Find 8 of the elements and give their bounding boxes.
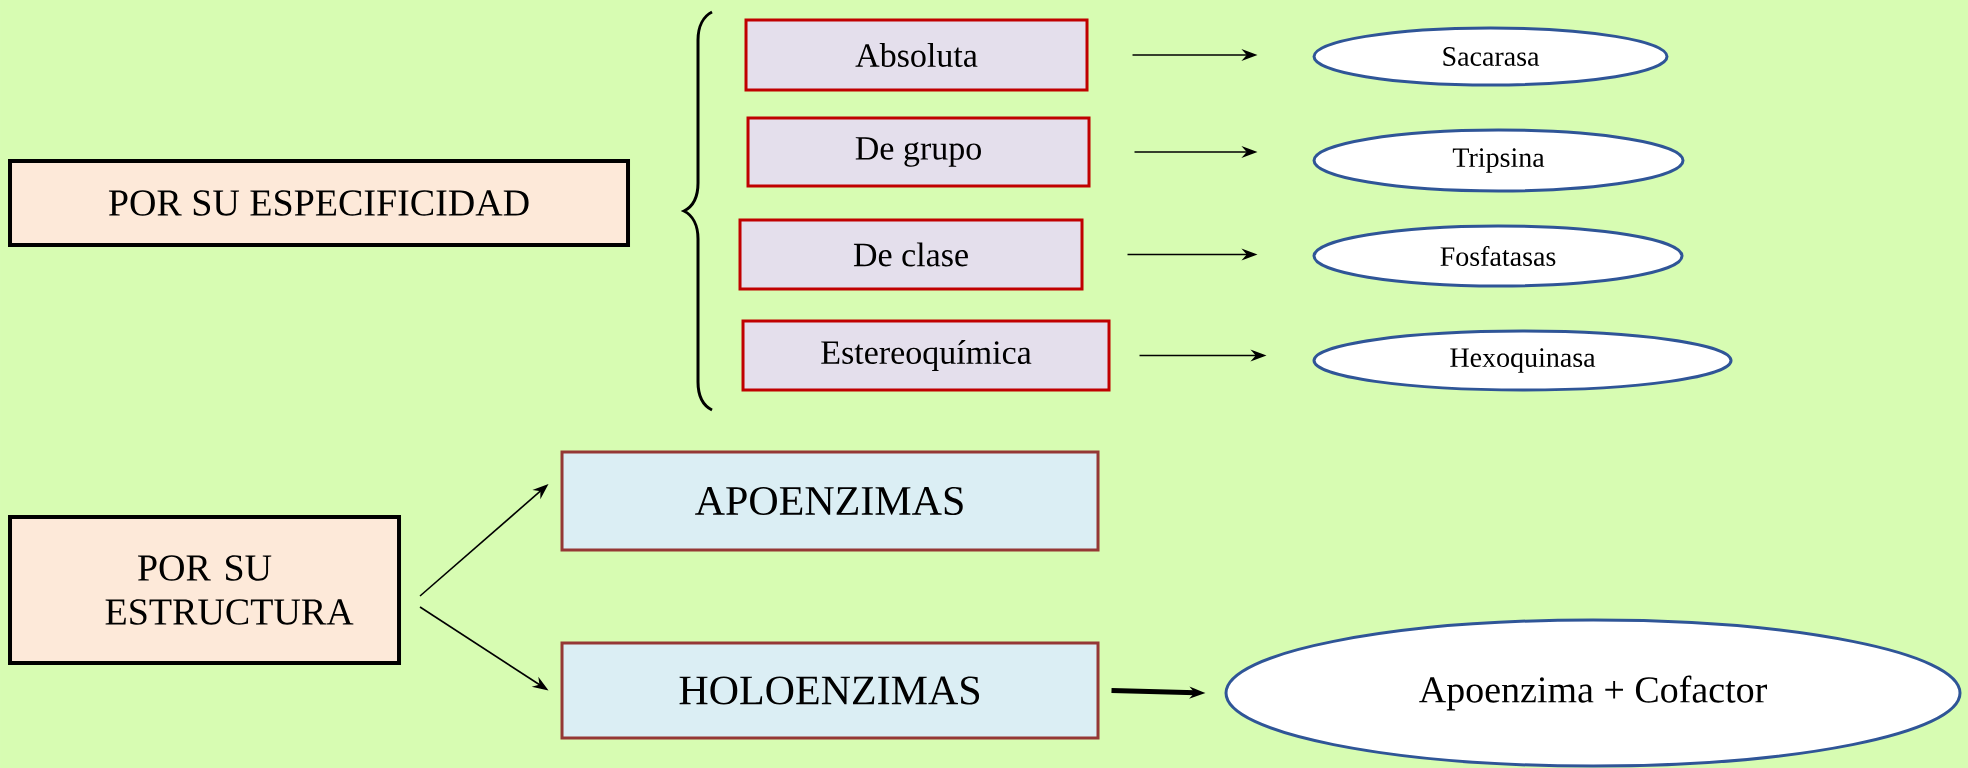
type-box: De clase [738,218,1084,291]
type-box: Absoluta [744,18,1089,92]
type-box: De grupo [746,116,1091,188]
structure-box: APOENZIMAS [560,450,1100,552]
category-box: POR SU ESTRUCTURA [8,515,401,665]
category-box: POR SU ESPECIFICIDAD [8,159,630,247]
structure-box: HOLOENZIMAS [560,641,1100,740]
type-box: Estereoquímica [741,319,1111,392]
